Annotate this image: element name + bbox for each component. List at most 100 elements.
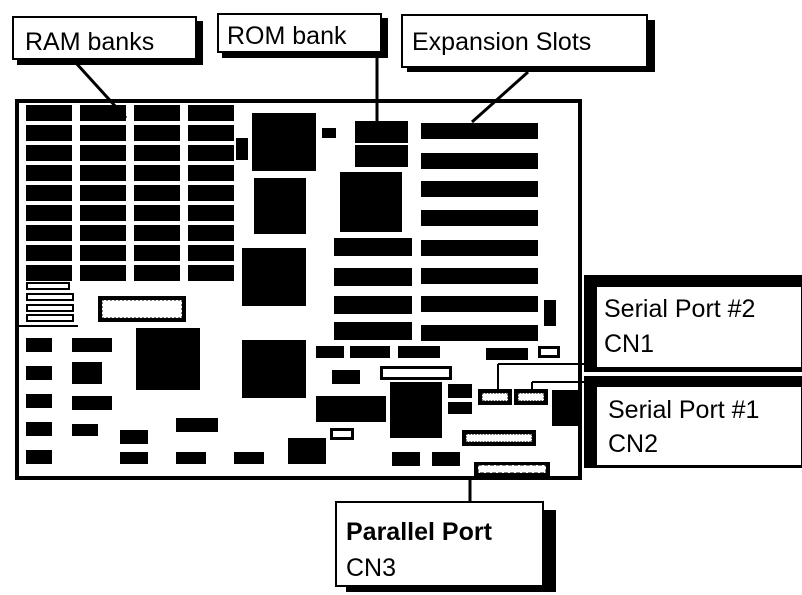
ram-banks-text: RAM banks <box>25 28 154 56</box>
ram-chip-grid <box>26 105 234 281</box>
ram-chip <box>134 185 180 201</box>
board-chip <box>176 452 206 464</box>
ram-chip <box>80 205 126 221</box>
ram-chip <box>188 145 234 161</box>
ram-chip <box>188 265 234 281</box>
board-chip <box>252 113 316 171</box>
board-chip <box>390 382 442 438</box>
ram-chip <box>188 105 234 121</box>
board-chip <box>72 338 112 352</box>
board-chip <box>340 172 402 232</box>
board-chip <box>254 178 306 234</box>
board-chip <box>72 424 98 436</box>
label-rom-bank: ROM bank <box>217 13 388 58</box>
board-chip <box>552 390 580 426</box>
expansion-slot <box>421 123 538 139</box>
expansion-slot <box>421 268 538 284</box>
ram-chip <box>80 125 126 141</box>
board-chip <box>322 128 336 138</box>
label-ram-banks: RAM banks <box>12 16 203 65</box>
board-chip <box>392 452 420 466</box>
board-chip <box>236 138 248 160</box>
board-chip <box>544 300 556 326</box>
ram-chip <box>188 125 234 141</box>
board-chip <box>26 450 52 464</box>
parallel-port-text: Parallel Port <box>346 518 493 546</box>
ram-chip <box>80 265 126 281</box>
ram-chip <box>134 245 180 261</box>
board-chip <box>72 362 102 384</box>
board-chip <box>334 296 412 314</box>
serial-connector-cn1 <box>478 389 512 405</box>
expansion-slot <box>421 240 538 256</box>
ram-chip <box>80 165 126 181</box>
ram-chip <box>80 245 126 261</box>
ram-chip <box>26 105 72 121</box>
ram-chip <box>188 245 234 261</box>
board-chips <box>26 113 580 466</box>
board-chip <box>316 346 344 358</box>
expansion-slot-group <box>421 123 538 341</box>
expansion-slot <box>421 181 538 197</box>
pin-grid-socket <box>98 296 186 322</box>
serial-port-1-connector: CN2 <box>608 430 658 458</box>
expansion-slot <box>421 210 538 226</box>
jumper-block-slot <box>541 349 557 355</box>
ram-chip <box>134 165 180 181</box>
header-strip-slot <box>383 369 449 377</box>
ram-chip <box>134 225 180 241</box>
board-chip <box>316 396 386 422</box>
label-parallel-port: Parallel Port CN3 <box>335 501 556 592</box>
ram-chip <box>80 225 126 241</box>
expansion-slots-text: Expansion Slots <box>412 28 591 56</box>
ram-chip <box>188 205 234 221</box>
ram-chip <box>134 125 180 141</box>
board-chip <box>242 340 306 398</box>
serial-connector-cn2 <box>514 389 548 405</box>
board-chip <box>120 452 148 464</box>
board-chip <box>448 402 472 414</box>
ram-chip <box>134 145 180 161</box>
expansion-slot <box>421 296 538 312</box>
board-chip <box>486 348 528 360</box>
serial-port-1-text: Serial Port #1 <box>608 396 759 424</box>
jumper-block <box>538 346 560 358</box>
board-chip <box>176 418 218 432</box>
board-chip <box>432 452 460 466</box>
board-chip <box>288 438 326 464</box>
left-jumper-cluster <box>18 282 78 327</box>
ram-chip <box>26 165 72 181</box>
ram-chip <box>134 265 180 281</box>
board-chip <box>398 346 440 358</box>
jumper-block <box>330 428 354 440</box>
parallel-port-connector: CN3 <box>346 554 396 582</box>
label-expansion-slots: Expansion Slots <box>401 14 655 72</box>
ram-chip <box>134 205 180 221</box>
ram-chip <box>188 225 234 241</box>
parallel-connector-cn3 <box>474 462 550 476</box>
board-chip <box>234 452 264 464</box>
ram-chip <box>26 205 72 221</box>
ram-chip <box>26 265 72 281</box>
board-chip <box>26 422 52 436</box>
board-chip <box>334 238 412 256</box>
board-chip <box>26 394 52 408</box>
ram-chip <box>188 185 234 201</box>
serial-port-2-text: Serial Port #2 <box>604 295 755 323</box>
ram-chip <box>80 105 126 121</box>
ram-chip <box>80 145 126 161</box>
board-chip <box>242 248 306 306</box>
board-chip <box>350 346 390 358</box>
board-chip <box>334 322 412 340</box>
label-serial-port-1: Serial Port #1 CN2 <box>584 376 802 468</box>
ram-chip <box>80 185 126 201</box>
rom-bank-text: ROM bank <box>227 22 347 50</box>
header-connector <box>462 430 536 446</box>
ram-chip <box>26 185 72 201</box>
board-chip <box>332 370 360 384</box>
serial-port-2-connector: CN1 <box>604 330 654 358</box>
board-chip <box>334 268 412 286</box>
board-chip <box>448 384 472 398</box>
expansion-slot <box>421 325 538 341</box>
